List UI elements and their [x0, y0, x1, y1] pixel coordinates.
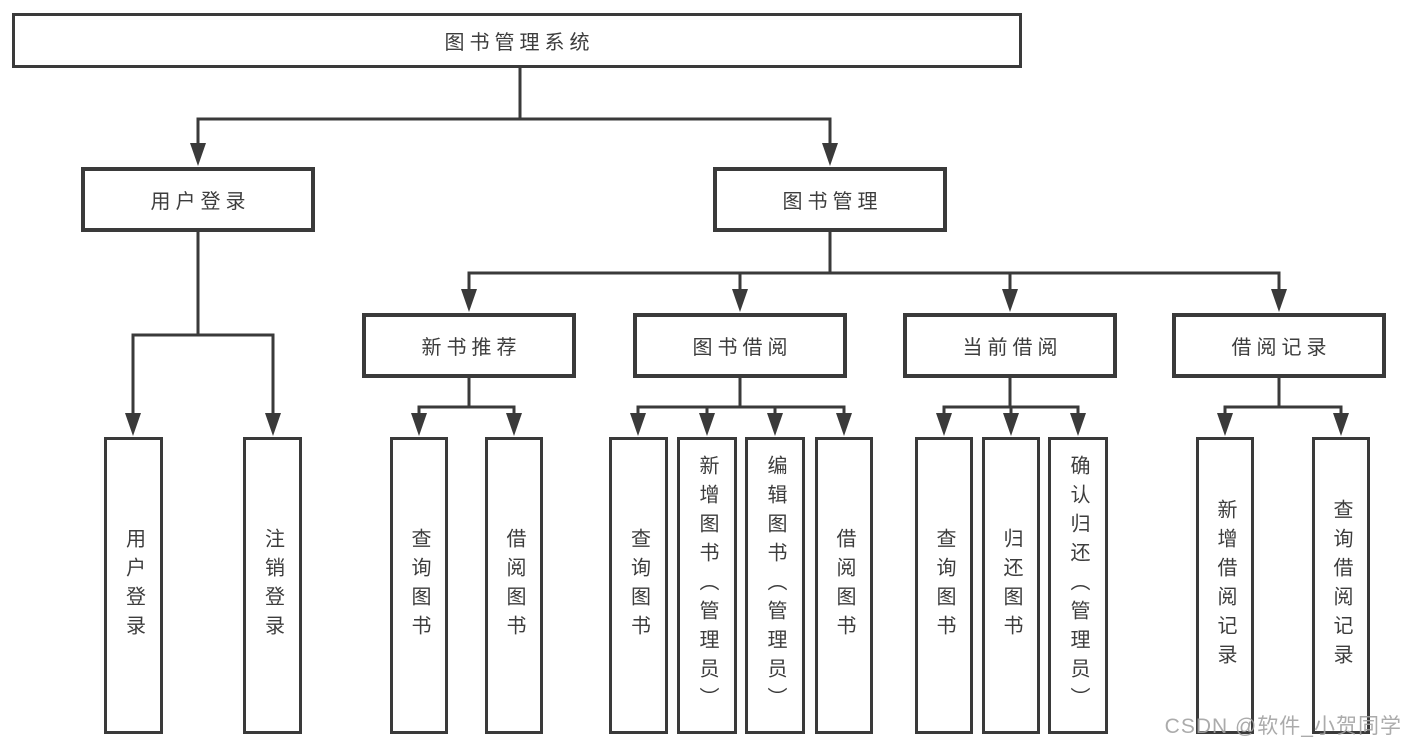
leaf-add-books-admin: 新增图书（管理员） [677, 437, 737, 734]
arrowhead [836, 413, 852, 436]
node-book-management: 图书管理 [713, 167, 947, 232]
leaf-recommend-query-books-label: 查询图书 [408, 527, 430, 644]
arrowhead [699, 413, 715, 436]
node-borrowing-records-label: 借阅记录 [1231, 337, 1332, 359]
node-current-borrowing: 当前借阅 [903, 313, 1117, 378]
arrowhead [125, 413, 141, 436]
node-user-login: 用户登录 [81, 167, 315, 232]
leaf-user-login: 用户登录 [104, 437, 163, 734]
node-user-login-label: 用户登录 [150, 191, 251, 213]
arrowhead [506, 413, 522, 436]
leaf-query-borrow-record: 查询借阅记录 [1312, 437, 1370, 734]
arrowhead [411, 413, 427, 436]
arrowhead [1217, 413, 1233, 436]
leaf-borrowing-query-books: 查询图书 [609, 437, 668, 734]
leaf-borrowing-query-books-label: 查询图书 [627, 527, 650, 644]
leaf-borrow-books: 借阅图书 [815, 437, 873, 734]
node-borrowing-records: 借阅记录 [1172, 313, 1386, 378]
arrowhead [461, 289, 477, 312]
arrowhead [1333, 413, 1349, 436]
connector-root-to-level2 [196, 68, 832, 146]
leaf-confirm-return-admin: 确认归还（管理员） [1048, 437, 1108, 734]
connector-records-to-leaves [1223, 378, 1343, 416]
connector-newbook-to-leaves [417, 378, 516, 416]
node-current-borrowing-label: 当前借阅 [962, 337, 1063, 359]
leaf-return-books: 归还图书 [982, 437, 1040, 734]
arrowhead [936, 413, 952, 436]
node-root: 图书管理系统 [12, 13, 1022, 68]
node-book-management-label: 图书管理 [782, 191, 883, 213]
leaf-recommend-borrow-books: 借阅图书 [485, 437, 543, 734]
arrowhead [1003, 413, 1019, 436]
node-book-borrowing: 图书借阅 [633, 313, 847, 378]
leaf-add-borrow-record: 新增借阅记录 [1196, 437, 1254, 734]
arrowhead [630, 413, 646, 436]
leaf-recommend-borrow-books-label: 借阅图书 [503, 527, 525, 644]
connector-userlogin-to-leaves [131, 232, 275, 416]
arrowhead [1271, 289, 1287, 312]
leaf-current-query-books: 查询图书 [915, 437, 973, 734]
leaf-edit-books-admin: 编辑图书（管理员） [745, 437, 805, 734]
connector-current-to-leaves [942, 378, 1080, 416]
leaf-add-borrow-record-label: 新增借阅记录 [1214, 498, 1236, 673]
leaf-return-books-label: 归还图书 [1000, 527, 1022, 644]
arrowhead [767, 413, 783, 436]
connector-borrowing-to-leaves [636, 378, 846, 416]
node-new-book-recommend-label: 新书推荐 [421, 337, 522, 359]
arrowhead [1070, 413, 1086, 436]
connector-bookmgmt-to-level3 [467, 232, 1281, 292]
leaf-user-login-label: 用户登录 [122, 527, 145, 644]
node-new-book-recommend: 新书推荐 [362, 313, 576, 378]
leaf-current-query-books-label: 查询图书 [933, 527, 955, 644]
leaf-logout-label: 注销登录 [261, 527, 284, 644]
arrowhead [1002, 289, 1018, 312]
arrowhead [190, 143, 206, 166]
leaf-recommend-query-books: 查询图书 [390, 437, 448, 734]
leaf-confirm-return-admin-label: 确认归还（管理员） [1067, 455, 1089, 716]
node-book-borrowing-label: 图书借阅 [692, 337, 793, 359]
arrowheads [125, 143, 1349, 436]
arrowhead [265, 413, 281, 436]
leaf-logout: 注销登录 [243, 437, 302, 734]
node-root-label: 图书管理系统 [444, 32, 595, 54]
leaf-query-borrow-record-label: 查询借阅记录 [1330, 498, 1352, 673]
leaf-add-books-admin-label: 新增图书（管理员） [696, 455, 718, 716]
csdn-watermark: CSDN @软件_小贺同学 [1164, 715, 1402, 738]
leaf-edit-books-admin-label: 编辑图书（管理员） [764, 455, 786, 716]
arrowhead [822, 143, 838, 166]
leaf-borrow-books-label: 借阅图书 [833, 527, 855, 644]
arrowhead [732, 289, 748, 312]
